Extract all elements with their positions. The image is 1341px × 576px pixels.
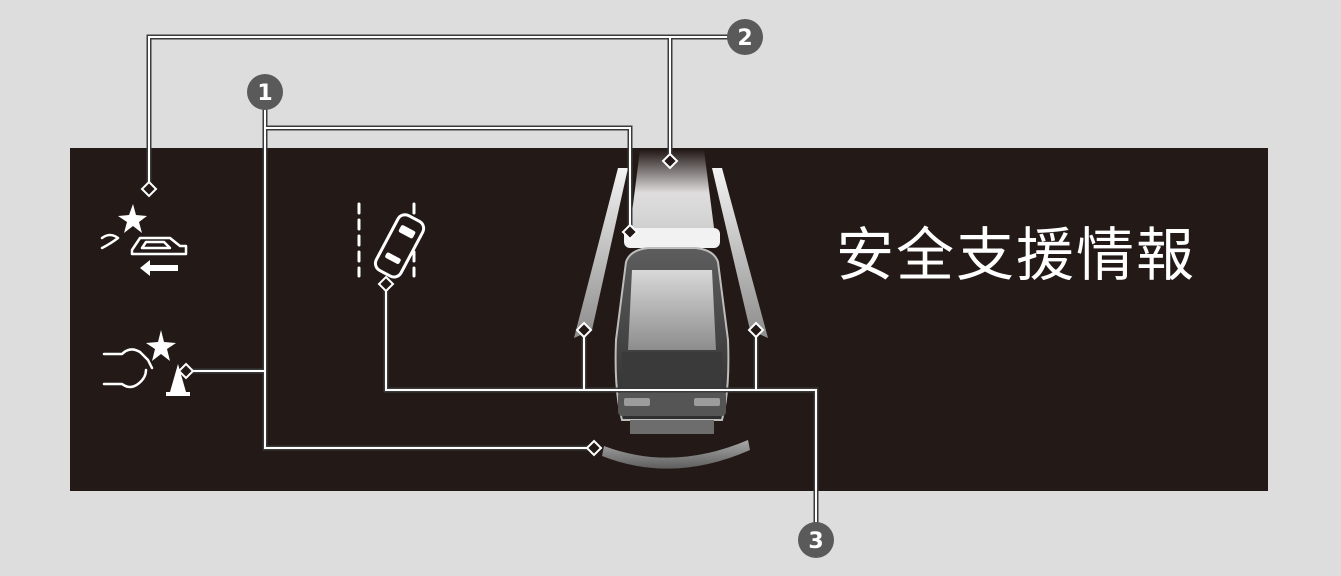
callout-number-1: 1 — [257, 81, 272, 106]
endpoint-marker — [621, 223, 639, 241]
right-lane-beam — [712, 168, 768, 338]
callout-number-3: 3 — [808, 529, 823, 554]
callout-badge — [247, 74, 283, 110]
callout-2: 2 — [727, 19, 763, 55]
leader-lines — [146, 34, 819, 540]
vehicle-ahead-indicator — [630, 150, 714, 228]
vehicle-rear-view-icon — [574, 150, 768, 469]
endpoint-marker — [140, 180, 158, 198]
callout-1: 1 — [247, 74, 283, 110]
obstacle-collision-warning-icon — [102, 330, 190, 396]
callout-3: 3 — [798, 522, 834, 558]
endpoint-marker — [747, 321, 765, 339]
endpoint-marker — [177, 362, 195, 380]
endpoint-marker — [661, 152, 679, 170]
front-collision-warning-icon — [100, 204, 188, 276]
lane-departure-icon — [357, 202, 426, 279]
endpoint-marker — [585, 439, 603, 457]
left-lane-beam — [574, 168, 628, 338]
leader-endpoints — [140, 152, 765, 457]
callout-badge — [798, 522, 834, 558]
panel-title: 安全支援情報 — [836, 221, 1197, 289]
endpoint-marker — [575, 321, 593, 339]
rear-sensor-arc — [602, 440, 750, 469]
endpoint-marker — [377, 275, 395, 293]
callout-number-2: 2 — [737, 26, 752, 51]
callout-badge — [727, 19, 763, 55]
